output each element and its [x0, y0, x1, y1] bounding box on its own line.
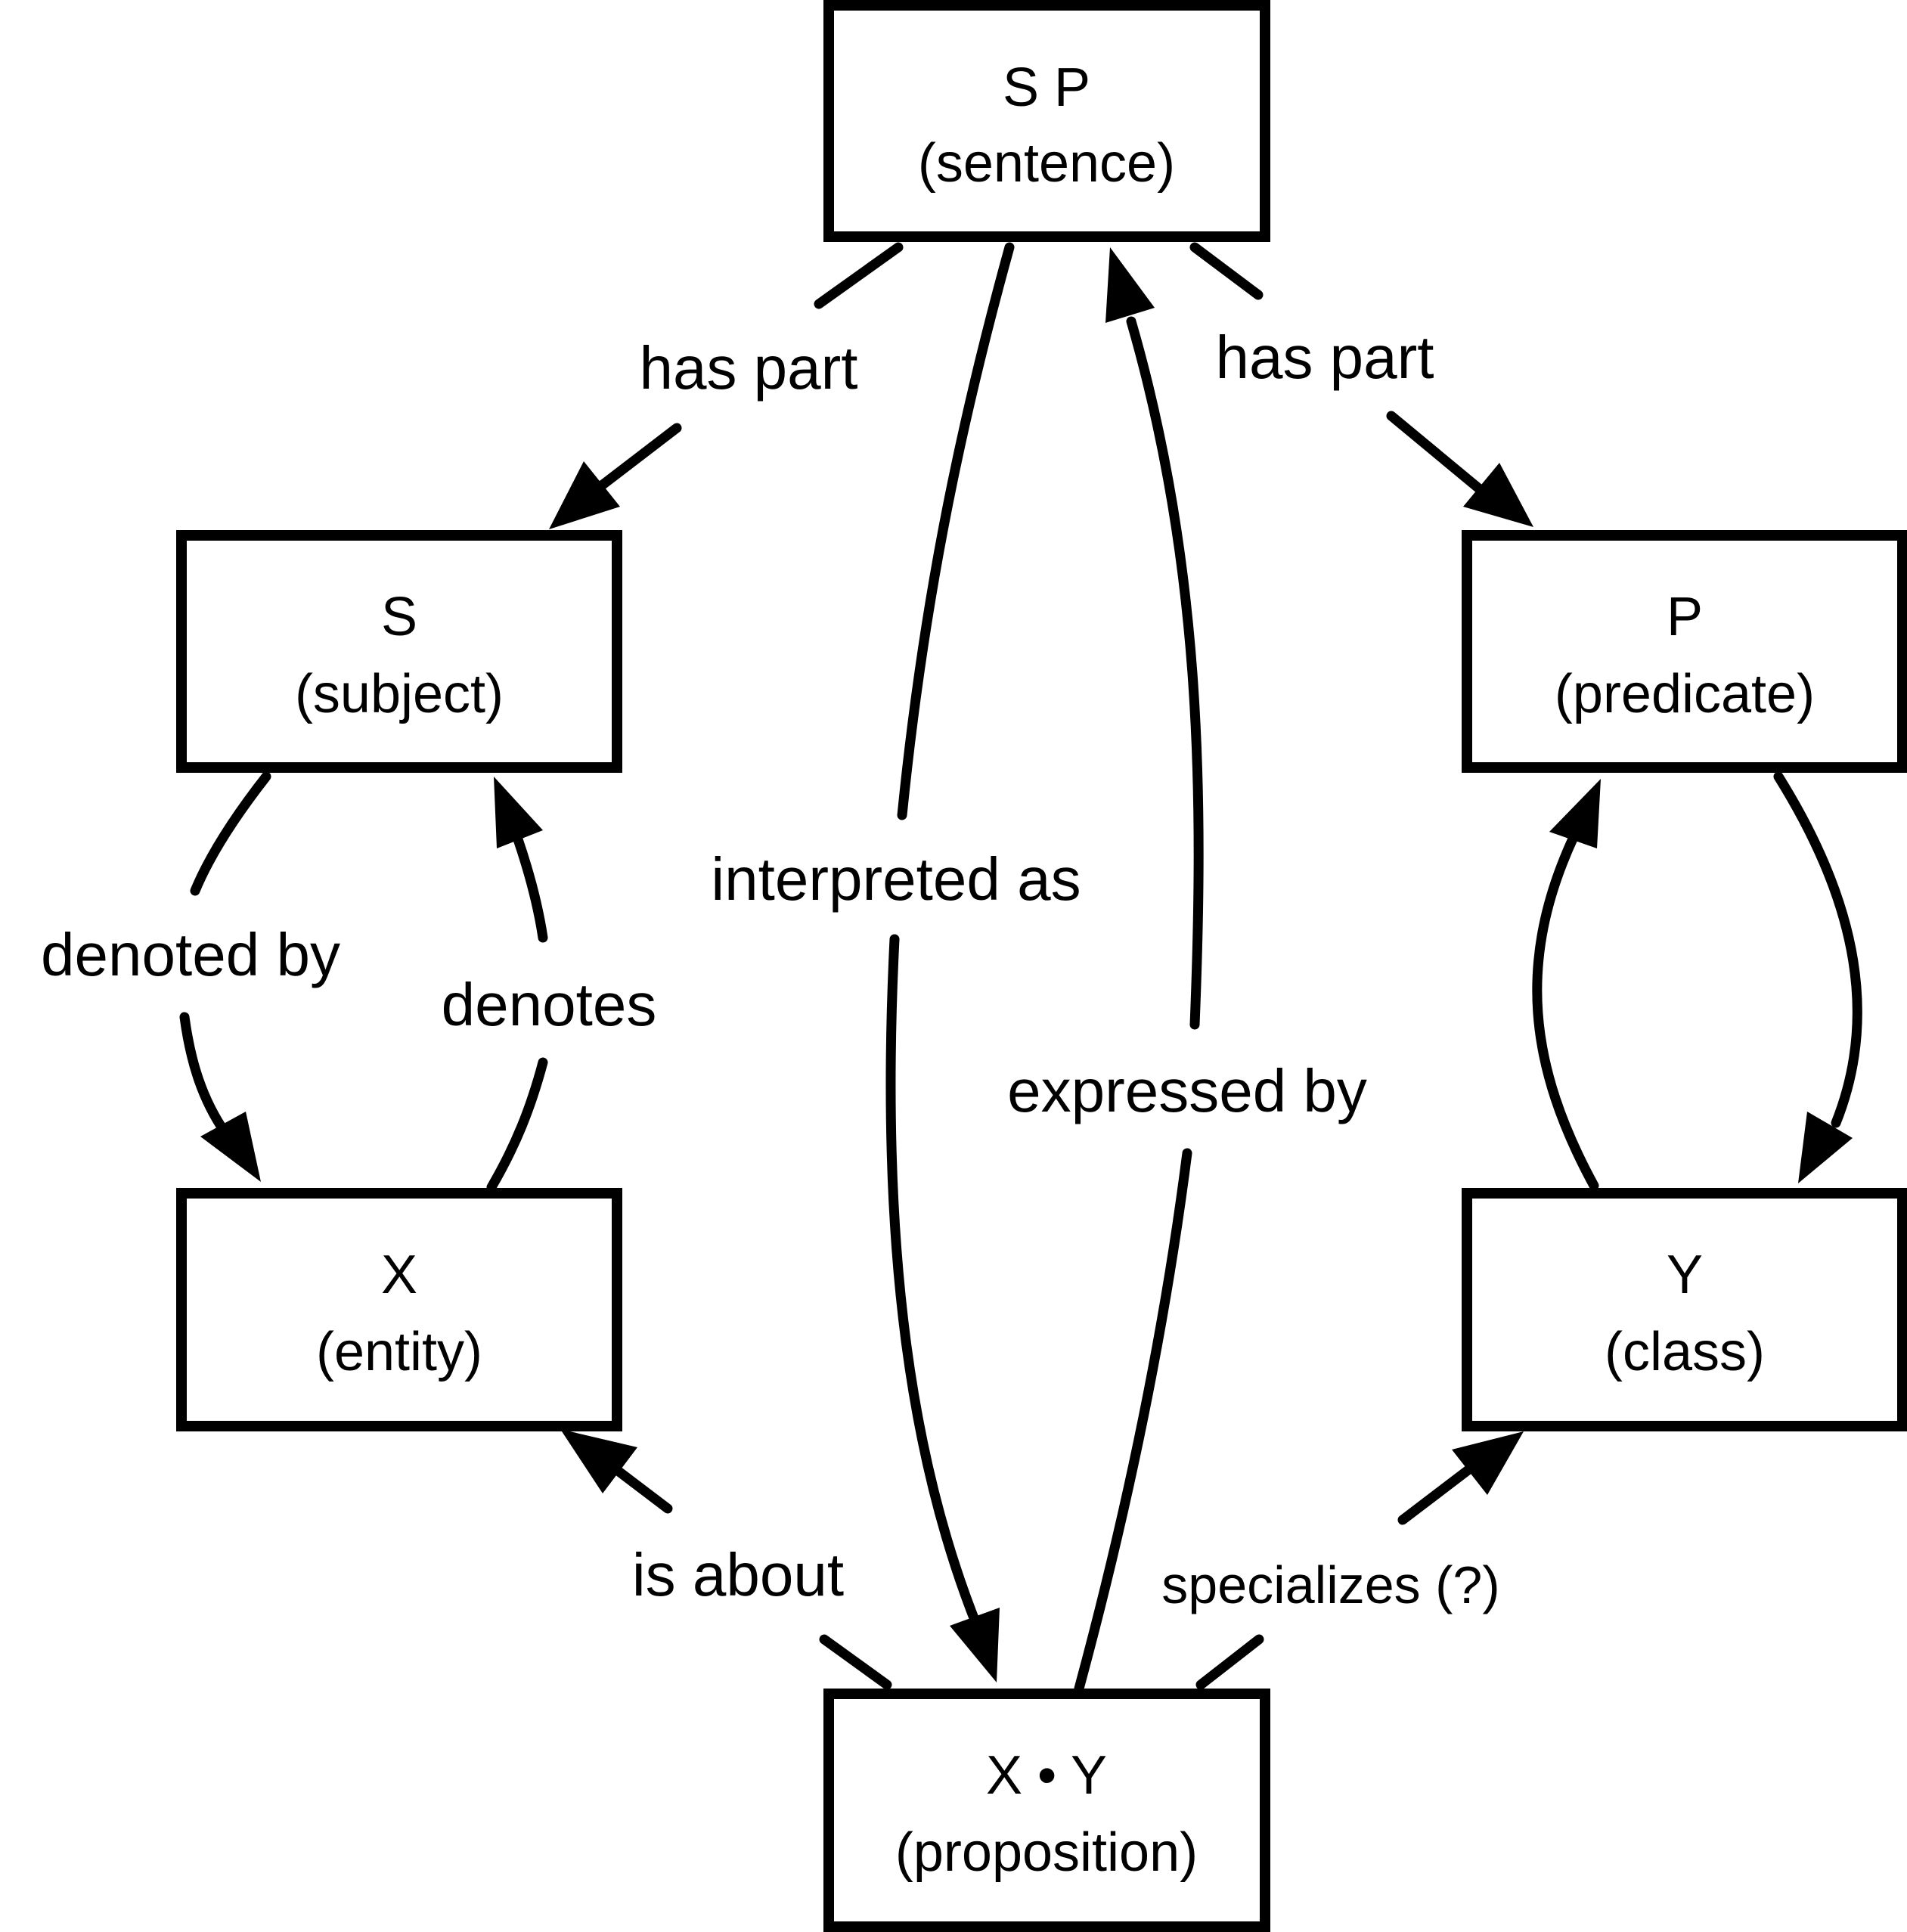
- node-sentence-role: (sentence): [918, 133, 1175, 194]
- arrowhead-denotes: [494, 777, 543, 848]
- node-predicate-symbol: P: [1667, 587, 1703, 647]
- node-subject-role: (subject): [295, 664, 504, 724]
- edge-has-part-right-lower: [1386, 411, 1485, 495]
- node-entity-symbol: X: [381, 1245, 417, 1305]
- node-entity: X (entity): [176, 1188, 622, 1431]
- edge-denoted-by-lower: [179, 1012, 231, 1138]
- node-sentence-box: [823, 0, 1270, 242]
- node-predicate: P (predicate): [1462, 530, 1907, 773]
- node-subject-symbol: S: [381, 587, 417, 647]
- label-has-part-left: has part: [639, 334, 857, 402]
- edge-predicate-to-class: [1773, 771, 1862, 1128]
- edge-interpreted-as-lower: [885, 934, 982, 1631]
- node-class-symbol: Y: [1667, 1245, 1703, 1305]
- arrowhead-is-about: [560, 1429, 637, 1493]
- arrowhead-specializes: [1452, 1431, 1524, 1495]
- label-interpreted-as: interpreted as: [711, 845, 1081, 913]
- label-denotes: denotes: [442, 971, 657, 1038]
- node-sentence: S P (sentence): [823, 0, 1270, 242]
- arrowhead-denoted-by: [200, 1112, 261, 1182]
- edge-specializes-lower: [1195, 1634, 1264, 1690]
- node-proposition: X • Y (proposition): [823, 1689, 1270, 1932]
- label-expressed-by: expressed by: [1007, 1057, 1367, 1124]
- node-class-box: [1462, 1188, 1907, 1431]
- node-predicate-role: (predicate): [1555, 664, 1815, 724]
- edge-expressed-by-upper: [1126, 316, 1204, 1030]
- edge-denoted-by-upper: [190, 771, 271, 896]
- label-is-about: is about: [632, 1541, 844, 1608]
- edge-expressed-by-lower: [1074, 1148, 1192, 1694]
- edge-has-part-left-upper: [814, 242, 904, 309]
- node-class-role: (class): [1605, 1322, 1765, 1382]
- label-specializes: specializes (?): [1161, 1555, 1499, 1614]
- edge-specializes-upper: [1397, 1464, 1474, 1525]
- node-sentence-symbol: S P: [1003, 57, 1090, 118]
- edge-is-about-lower: [819, 1634, 892, 1690]
- node-entity-role: (entity): [316, 1322, 482, 1382]
- arrowhead-interpreted-as: [950, 1608, 1000, 1682]
- edge-denotes-upper: [513, 834, 548, 943]
- node-proposition-box: [823, 1689, 1270, 1932]
- node-class: Y (class): [1462, 1188, 1907, 1431]
- edge-has-part-right-upper: [1189, 242, 1264, 300]
- node-proposition-role: (proposition): [895, 1822, 1198, 1883]
- edge-denotes-lower: [486, 1057, 548, 1192]
- arrowhead-predicate-to-class: [1798, 1112, 1853, 1183]
- edge-has-part-left-lower: [591, 423, 682, 495]
- node-proposition-symbol: X • Y: [986, 1745, 1107, 1806]
- node-entity-box: [176, 1188, 622, 1431]
- arrowhead-has-part-left: [549, 461, 620, 529]
- edge-interpreted-as-upper: [897, 242, 1015, 820]
- label-has-part-right: has part: [1215, 324, 1434, 391]
- node-predicate-box: [1462, 530, 1907, 773]
- arrowhead-expressed-by: [1105, 247, 1155, 323]
- arrowhead-class-to-predicate: [1549, 779, 1601, 848]
- node-subject-box: [176, 530, 622, 773]
- arrowhead-has-part-right: [1463, 463, 1533, 527]
- node-subject: S (subject): [176, 530, 622, 773]
- label-denoted-by: denoted by: [41, 921, 340, 988]
- edge-class-to-predicate: [1532, 830, 1599, 1191]
